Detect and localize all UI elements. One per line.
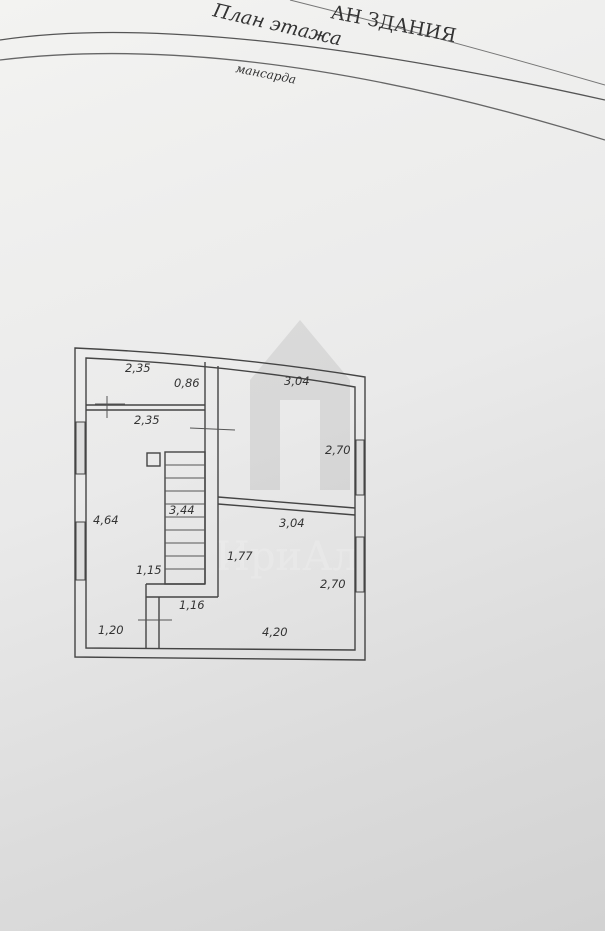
floor-plan: 2,35 0,86 3,04 2,35 2,70 3,44 4,64 3,04 …: [74, 347, 366, 661]
dim-label: 1,77: [227, 549, 253, 563]
section-title: АН ЗДАНИЯ: [329, 1, 458, 47]
dim-label: 0,86: [174, 376, 200, 390]
dim-label: 1,20: [98, 623, 124, 637]
dim-label: 3,04: [279, 516, 305, 530]
dim-label: 4,64: [93, 513, 119, 527]
dim-label: 4,20: [262, 625, 288, 639]
header-line-side: [289, 0, 605, 86]
floor-name: мансарда: [234, 61, 297, 86]
dim-label: 2,70: [325, 443, 351, 457]
dim-label: 2,35: [125, 361, 151, 375]
watermark-logo: ИриАл: [215, 320, 358, 580]
dim-label: 3,04: [284, 374, 310, 388]
dim-label: 2,70: [320, 577, 346, 591]
header-line-top: [0, 31, 605, 101]
windows: [75, 421, 365, 593]
dim-label: 3,44: [169, 503, 195, 517]
dim-label: 1,15: [136, 563, 162, 577]
watermark-text: ИриАл: [215, 534, 358, 580]
dim-label: 1,16: [179, 598, 205, 612]
chimney: [146, 452, 161, 467]
dim-label: 2,35: [134, 413, 160, 427]
header-line-bottom: [0, 52, 605, 141]
staircase: [164, 451, 206, 585]
